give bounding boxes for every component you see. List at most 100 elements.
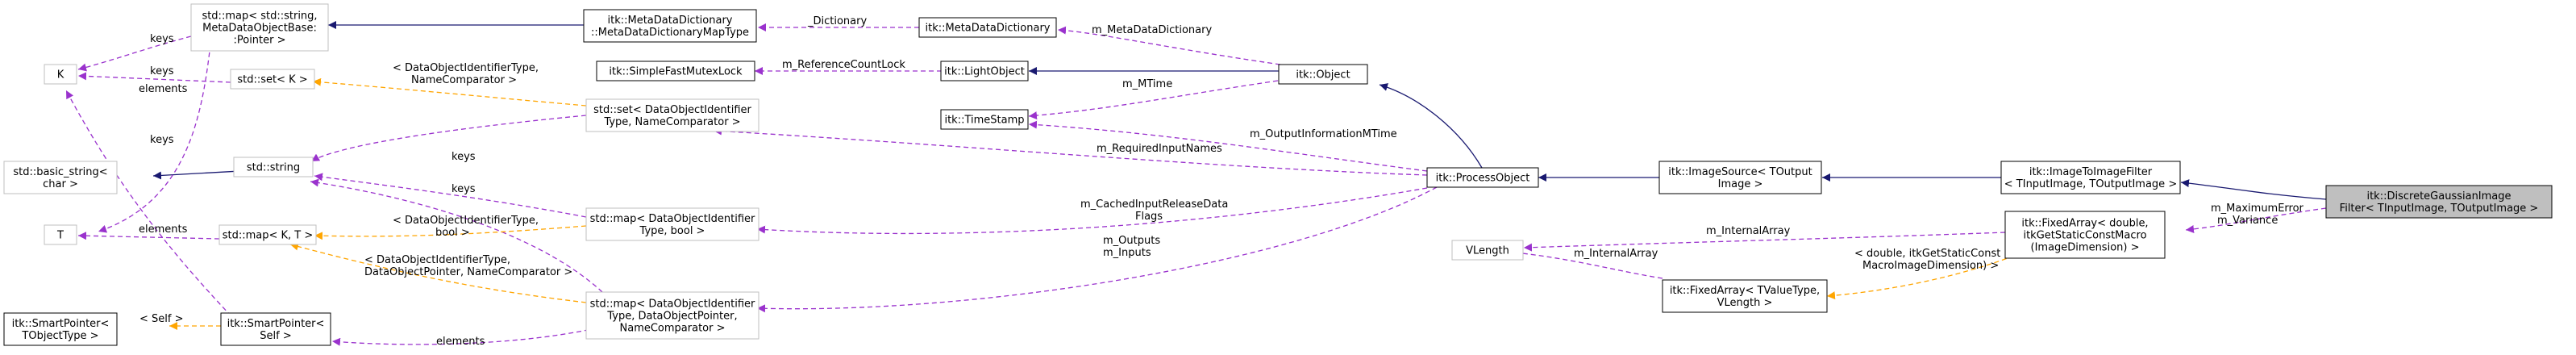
node-light-object[interactable]: itk::LightObject: [940, 61, 1029, 81]
node-box[interactable]: [44, 224, 77, 245]
node-label: char >: [43, 178, 78, 190]
node-label: itk::FixedArray< TValueType,: [1670, 285, 1820, 297]
node-box[interactable]: [2000, 161, 2181, 194]
node-time-stamp[interactable]: itk::TimeStamp: [940, 109, 1029, 130]
node-label: itk::SmartPointer<: [12, 318, 110, 330]
node-box[interactable]: [585, 98, 759, 132]
node-box[interactable]: [218, 224, 317, 245]
node-label: < TInputImage, TOutputImage >: [2004, 178, 2177, 190]
node-set-K[interactable]: std::set< K >: [230, 69, 315, 90]
edge-T-to-mapstrmeta: [98, 44, 211, 233]
node-box[interactable]: [44, 64, 77, 85]
label-outputs-0: m_Outputs: [1103, 235, 1160, 247]
node-box[interactable]: [1278, 64, 1368, 85]
node-box[interactable]: [233, 157, 314, 178]
edge-K-to-mapKT: [65, 90, 232, 317]
label-maxerr-0: m_MaximumError: [2211, 203, 2304, 215]
label-setDOIname-1: NameComparator >: [411, 74, 517, 86]
node-T[interactable]: T: [44, 224, 77, 245]
node-box[interactable]: [940, 109, 1029, 130]
node-mutex-lock[interactable]: itk::SimpleFastMutexLock: [596, 61, 755, 81]
node-box[interactable]: [2004, 211, 2166, 259]
node-label: K: [57, 69, 65, 81]
edge-mapKT-to-mapDOIbool: [314, 225, 587, 240]
node-set-dataobject[interactable]: std::set< DataObjectIdentifierType, Name…: [585, 98, 759, 132]
node-label: itk::DiscreteGaussianImage: [2366, 190, 2511, 203]
node-box[interactable]: [190, 3, 329, 52]
node-process-object[interactable]: itk::ProcessObject: [1426, 167, 1539, 188]
node-smartpointer-objecttype[interactable]: itk::SmartPointer<TObjectType >: [3, 312, 118, 346]
label-mapptr-0: < DataObjectIdentifierType,: [364, 254, 510, 266]
node-smartpointer-self[interactable]: itk::SmartPointer<Self >: [220, 312, 331, 346]
node-label: itk::LightObject: [944, 66, 1025, 78]
node-std-string[interactable]: std::string: [233, 157, 314, 178]
label-mapbool-1: bool >: [435, 227, 470, 239]
node-label: itk::ImageToImageFilter: [2029, 166, 2153, 178]
node-label: std::string: [247, 162, 300, 174]
node-label: std::map< K, T >: [223, 230, 314, 242]
node-label: NameComparator >: [620, 323, 726, 335]
edge-stdstring-to-setDOI: [310, 115, 587, 162]
label-mtime: m_MTime: [1122, 78, 1172, 90]
label-keys2: keys: [150, 65, 174, 77]
node-label: std::set< DataObjectIdentifier: [593, 104, 751, 116]
edge-K-to-setK: [77, 72, 231, 83]
edge-K-to-mapstrmeta: [77, 36, 192, 72]
node-image-to-image-filter[interactable]: itk::ImageToImageFilter< TInputImage, TO…: [2000, 161, 2181, 194]
node-label: itk::SmartPointer<: [227, 318, 325, 330]
node-label: std::basic_string<: [13, 166, 107, 178]
node-label: itk::ProcessObject: [1436, 173, 1530, 185]
node-map-dataobject-pointer[interactable]: std::map< DataObjectIdentifierType, Data…: [585, 291, 759, 340]
node-box[interactable]: [3, 312, 118, 346]
node-box[interactable]: [220, 312, 331, 346]
node-metadata-dictionary-maptype[interactable]: itk::MetaDataDictionary::MetaDataDiction…: [583, 9, 757, 43]
label-keys3: keys: [150, 134, 174, 146]
node-label: std::set< K >: [237, 74, 307, 86]
node-label: itk::FixedArray< double,: [2021, 218, 2148, 230]
label-reqinputs: m_RequiredInputNames: [1097, 143, 1222, 155]
node-box[interactable]: [596, 61, 755, 81]
node-label: Type, DataObjectPointer,: [606, 311, 737, 323]
node-vlength[interactable]: VLength: [1451, 240, 1524, 261]
edge-setK-to-setDOI: [312, 77, 587, 106]
node-box[interactable]: [918, 17, 1057, 38]
node-basic-string[interactable]: std::basic_string<char >: [3, 161, 118, 194]
node-box[interactable]: [940, 61, 1029, 81]
node-map-K-T[interactable]: std::map< K, T >: [218, 224, 317, 245]
node-image-source[interactable]: itk::ImageSource< TOutputImage >: [1658, 161, 1822, 194]
node-label: Image >: [1718, 178, 1763, 190]
node-label: ::MetaDataDictionaryMapType: [591, 27, 749, 39]
node-box[interactable]: [1658, 161, 1822, 194]
edge-labels: m_MaximumError m_Variance m_InternalArra…: [139, 15, 2304, 348]
label-keys4: keys: [452, 151, 476, 163]
label-dbl-1: MacroImageDimension) >: [1862, 260, 1999, 272]
node-K[interactable]: K: [44, 64, 77, 85]
node-box[interactable]: [230, 69, 315, 90]
label-cached-1: Flags: [1135, 211, 1163, 223]
node-object[interactable]: itk::Object: [1278, 64, 1368, 85]
node-map-string-metadata[interactable]: std::map< std::string,MetaDataObjectBase…: [190, 3, 329, 52]
node-box[interactable]: [1426, 167, 1539, 188]
node-box[interactable]: [1451, 240, 1524, 261]
label-outputs-1: m_Inputs: [1103, 247, 1151, 259]
node-box[interactable]: [3, 161, 118, 194]
edge-mapDOIptr-to-procobj: [756, 186, 1438, 313]
edge-fixedarr-to-discrete: [2185, 207, 2327, 233]
node-metadata-dictionary[interactable]: itk::MetaDataDictionary: [918, 17, 1057, 38]
label-self: < Self >: [139, 313, 184, 325]
edge-T-to-mapKT: [77, 232, 220, 240]
node-box[interactable]: [1662, 279, 1828, 313]
node-box[interactable]: [585, 207, 759, 241]
node-box[interactable]: [583, 9, 757, 43]
edge-mapDOIbool-to-procobj: [756, 187, 1428, 235]
node-box[interactable]: [2325, 185, 2553, 219]
label-internal1: m_InternalArray: [1706, 225, 1791, 237]
node-fixed-array-tvalue[interactable]: itk::FixedArray< TValueType,VLength >: [1662, 279, 1828, 313]
edge-vlength-to-fixedarr-internal: [1523, 232, 2006, 252]
node-box[interactable]: [585, 291, 759, 340]
node-fixed-array-double[interactable]: itk::FixedArray< double,itkGetStaticCons…: [2004, 211, 2166, 259]
edge-img2img-to-discrete: [2180, 179, 2327, 200]
node-map-dataobject-bool[interactable]: std::map< DataObjectIdentifierType, bool…: [585, 207, 759, 241]
